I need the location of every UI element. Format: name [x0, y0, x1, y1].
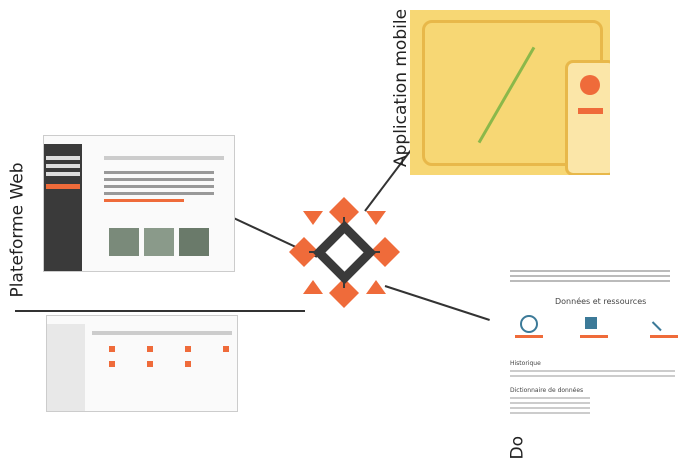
label-mobile: Application mobile	[391, 8, 412, 168]
dataset-title: Dictionnaire de données	[510, 387, 584, 394]
opendata-screenshot: Données et ressources Historique Diction…	[500, 265, 684, 435]
label-web: Plateforme Web	[7, 162, 28, 298]
section-title: Données et ressources	[555, 297, 647, 306]
web-sidebar	[44, 144, 82, 271]
chip-logo-icon	[289, 197, 400, 308]
web-screenshot-top	[43, 135, 235, 272]
phone-frame	[565, 60, 610, 175]
resource-icon-1	[520, 315, 538, 333]
web-screenshot-bottom	[46, 315, 238, 412]
connector-web-bottom	[15, 310, 305, 312]
resource-icon-3	[651, 312, 671, 332]
history-title: Historique	[510, 360, 541, 367]
mobile-screenshot	[410, 10, 610, 175]
web-bottom-sidebar	[47, 324, 85, 411]
resource-icon-2	[585, 317, 597, 329]
